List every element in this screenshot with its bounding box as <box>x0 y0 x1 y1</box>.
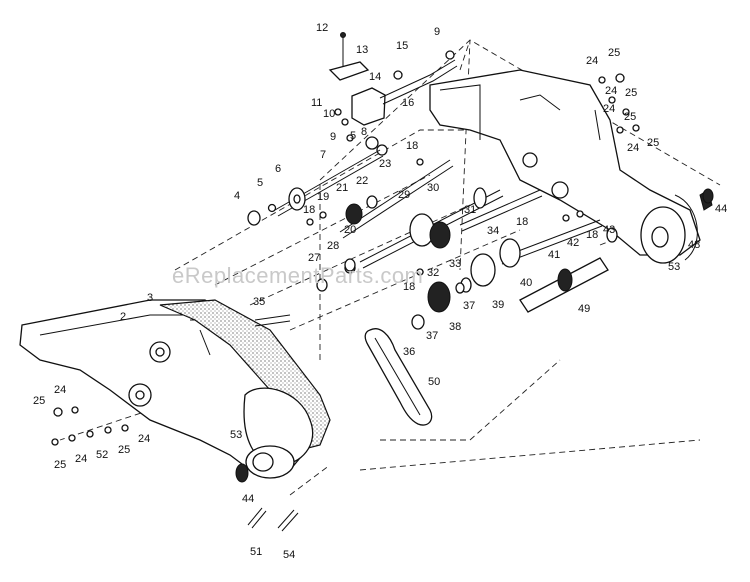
callout-18d: 18 <box>403 281 415 293</box>
callout-34: 34 <box>487 225 499 237</box>
callout-22: 22 <box>356 175 368 187</box>
callout-5b: 5 <box>257 177 263 189</box>
callout-35: 35 <box>253 296 265 308</box>
left-hub-assembly <box>235 445 295 483</box>
callout-42: 42 <box>567 237 579 249</box>
callout-25c: 25 <box>647 137 659 149</box>
assembly-guide-lines <box>59 39 721 496</box>
callout-48: 48 <box>688 239 700 251</box>
left-fasteners <box>51 406 129 446</box>
callout-25: 25 <box>608 47 620 59</box>
callout-labels: 12 13 15 9 14 11 10 16 9 8 5 6 7 4 5 19 … <box>33 22 727 561</box>
callout-5: 5 <box>350 130 356 142</box>
callout-52: 52 <box>96 449 108 461</box>
small-hardware <box>254 158 465 330</box>
callout-24e: 24 <box>54 384 66 396</box>
callout-25f: 25 <box>118 444 130 456</box>
callout-18b: 18 <box>406 140 418 152</box>
callout-37: 37 <box>426 330 438 342</box>
callout-18: 18 <box>303 204 315 216</box>
callout-24f: 24 <box>75 453 87 465</box>
watermark: eReplacementParts.com <box>172 263 423 288</box>
callout-30: 30 <box>427 182 439 194</box>
callout-6: 6 <box>275 163 281 175</box>
callout-29: 29 <box>398 189 410 201</box>
callout-31: 31 <box>464 204 476 216</box>
callout-20: 20 <box>344 224 356 236</box>
callout-19: 19 <box>317 191 329 203</box>
callout-44b: 44 <box>242 493 254 505</box>
callout-44: 44 <box>715 203 727 215</box>
callout-49: 49 <box>578 303 590 315</box>
callout-3: 3 <box>147 292 153 304</box>
shift-mechanism <box>328 32 458 156</box>
callout-25d: 25 <box>624 111 636 123</box>
callout-15: 15 <box>396 40 408 52</box>
callout-53b: 53 <box>230 429 242 441</box>
callout-24b: 24 <box>605 85 617 97</box>
callout-4: 4 <box>234 190 240 202</box>
callout-10: 10 <box>323 108 335 120</box>
callout-50: 50 <box>428 376 440 388</box>
callout-28: 28 <box>327 240 339 252</box>
callout-23: 23 <box>379 158 391 170</box>
callout-41: 41 <box>548 249 560 261</box>
callout-2: 2 <box>120 311 126 323</box>
callout-14: 14 <box>369 71 381 83</box>
callout-16: 16 <box>402 97 414 109</box>
callout-9: 9 <box>434 26 440 38</box>
callout-40: 40 <box>520 277 532 289</box>
callout-53: 53 <box>668 261 680 273</box>
callout-24: 24 <box>586 55 598 67</box>
callout-43: 43 <box>603 224 615 236</box>
bottom-bolts <box>247 507 299 532</box>
callout-8: 8 <box>361 126 367 138</box>
callout-11: 11 <box>311 97 322 109</box>
middle-shaft-assembly <box>306 159 454 239</box>
callout-39: 39 <box>492 299 504 311</box>
callout-25b: 25 <box>625 87 637 99</box>
right-fasteners <box>598 73 640 134</box>
callout-36: 36 <box>403 346 415 358</box>
callout-21: 21 <box>336 182 348 194</box>
callout-13: 13 <box>356 44 368 56</box>
callout-25e: 25 <box>33 395 45 407</box>
callout-33: 33 <box>449 258 461 270</box>
callout-24c: 24 <box>603 103 615 115</box>
callout-9b: 9 <box>330 131 336 143</box>
callout-27: 27 <box>308 252 320 264</box>
drive-chain <box>364 328 433 426</box>
callout-38: 38 <box>449 321 461 333</box>
callout-18c: 18 <box>516 216 528 228</box>
right-housing-half <box>429 69 713 264</box>
callout-24g: 24 <box>138 433 150 445</box>
callout-54: 54 <box>283 549 295 561</box>
callout-7: 7 <box>320 149 326 161</box>
callout-12: 12 <box>316 22 328 34</box>
callout-24d: 24 <box>627 142 639 154</box>
callout-18e: 18 <box>586 229 598 241</box>
upper-input-shaft <box>247 149 384 226</box>
callout-25g: 25 <box>54 459 66 471</box>
callout-37b: 37 <box>463 300 475 312</box>
callout-32: 32 <box>427 267 439 279</box>
callout-51: 51 <box>250 546 262 558</box>
